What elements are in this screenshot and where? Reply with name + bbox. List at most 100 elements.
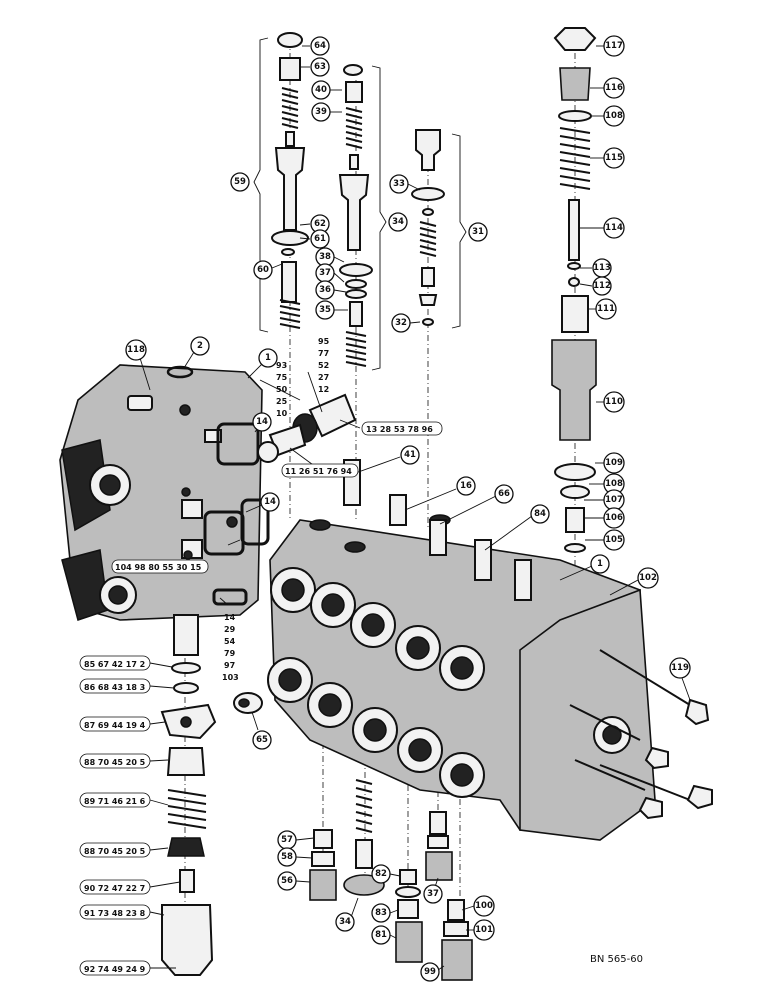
callout-65: 65 [252, 730, 272, 750]
svg-text:116: 116 [605, 83, 623, 93]
stack-row-2: 86 68 43 18 3 [79, 678, 151, 694]
relief-stack-right [551, 27, 597, 553]
svg-text:82: 82 [375, 869, 387, 879]
svg-text:88 70 45 20 5: 88 70 45 20 5 [84, 758, 146, 767]
svg-text:91 73 48 23 8: 91 73 48 23 8 [84, 909, 146, 918]
svg-text:16: 16 [460, 481, 472, 491]
svg-text:57: 57 [281, 835, 293, 845]
svg-text:14: 14 [256, 417, 268, 427]
stack-row-5: 89 71 46 21 6 [79, 792, 151, 808]
stack-label-rows: 85 67 42 17 2 86 68 43 18 3 87 69 44 19 … [79, 655, 151, 976]
svg-text:103: 103 [222, 673, 239, 682]
callout-84: 84 [530, 504, 550, 524]
svg-text:104 98 80 55 30 15: 104 98 80 55 30 15 [115, 563, 202, 572]
svg-text:34: 34 [392, 217, 404, 227]
stack-row-7: 90 72 47 22 7 [79, 879, 151, 895]
stack-row-3: 87 69 44 19 4 [79, 716, 151, 732]
svg-text:65: 65 [256, 735, 268, 745]
svg-text:11 26 51 76 94: 11 26 51 76 94 [285, 467, 352, 476]
svg-text:75: 75 [276, 373, 288, 382]
callout-34: 34 [388, 212, 408, 232]
callout-59: 59 [230, 172, 250, 192]
callout-113: 113 [592, 258, 612, 278]
svg-text:106: 106 [605, 513, 623, 523]
group-label-col-14: 14 29 54 79 97 103 [222, 613, 239, 682]
svg-text:119: 119 [671, 663, 689, 673]
callout-36: 36 [315, 280, 335, 300]
callout-118: 118 [125, 339, 147, 361]
drawing-reference: BN 565-60 [590, 954, 643, 965]
svg-text:35: 35 [319, 305, 331, 315]
callout-63: 63 [310, 57, 330, 77]
plunger-stack-left [160, 614, 217, 976]
callout-57: 57 [277, 830, 297, 850]
svg-text:64: 64 [314, 41, 326, 51]
svg-text:32: 32 [395, 318, 407, 328]
group-label-left-top: 93 75 50 25 10 [276, 361, 288, 418]
callout-1-left: 1 [258, 348, 278, 368]
callout-101: 101 [473, 919, 495, 941]
callout-34-lower: 34 [335, 912, 355, 932]
svg-text:108: 108 [605, 111, 623, 121]
group-label-right-top: 95 77 52 27 12 [318, 337, 330, 394]
svg-text:110: 110 [605, 397, 623, 407]
callout-32: 32 [391, 313, 411, 333]
callout-labels: 64 63 40 39 33 59 34 31 62 61 60 38 37 3… [125, 35, 691, 982]
svg-text:105: 105 [605, 535, 623, 545]
group-label-row-104: 104 98 80 55 30 15 [111, 559, 209, 574]
group-label-row-13: 13 28 53 78 96 [361, 421, 443, 436]
callout-119: 119 [669, 657, 691, 679]
callout-61: 61 [310, 229, 330, 249]
svg-text:108: 108 [605, 479, 623, 489]
svg-text:58: 58 [281, 852, 293, 862]
end-plate-102 [519, 588, 713, 841]
svg-text:115: 115 [605, 153, 623, 163]
svg-text:79: 79 [224, 649, 236, 658]
callout-99: 99 [420, 962, 440, 982]
svg-text:56: 56 [281, 876, 293, 886]
callout-41: 41 [400, 445, 420, 465]
callout-116: 116 [603, 77, 625, 99]
svg-text:113: 113 [593, 263, 611, 273]
svg-text:52: 52 [318, 361, 329, 370]
svg-text:36: 36 [319, 285, 331, 295]
svg-text:12: 12 [318, 385, 329, 394]
svg-text:77: 77 [318, 349, 329, 358]
svg-text:54: 54 [224, 637, 236, 646]
svg-text:117: 117 [605, 41, 623, 51]
svg-text:112: 112 [593, 281, 611, 291]
o-ring-2 [166, 365, 194, 379]
callout-66: 66 [494, 484, 514, 504]
svg-text:89 71 46 21 6: 89 71 46 21 6 [84, 797, 146, 806]
svg-text:81: 81 [375, 930, 387, 940]
svg-text:111: 111 [597, 304, 615, 314]
callout-37: 37 [315, 263, 335, 283]
svg-text:2: 2 [197, 341, 203, 351]
stack-row-4: 88 70 45 20 5 [79, 753, 151, 769]
check-valve-37 [425, 811, 453, 881]
svg-text:100: 100 [475, 901, 493, 911]
stack-row-9: 92 74 49 24 9 [79, 960, 151, 976]
callout-35: 35 [315, 300, 335, 320]
group-braces [253, 37, 467, 371]
callout-31: 31 [468, 222, 488, 242]
stack-row-1: 85 67 42 17 2 [79, 655, 151, 671]
svg-text:31: 31 [472, 227, 484, 237]
svg-text:50: 50 [276, 385, 288, 394]
svg-text:62: 62 [314, 219, 326, 229]
svg-text:107: 107 [605, 495, 623, 505]
leader-lines [139, 45, 691, 971]
callout-108-lower: 108 [603, 473, 625, 495]
callout-109: 109 [603, 452, 625, 474]
callout-62: 62 [310, 214, 330, 234]
svg-text:102: 102 [639, 573, 657, 583]
svg-text:92 74 49 24 9: 92 74 49 24 9 [84, 965, 146, 974]
check-valve-57 [309, 829, 337, 901]
check-valve-82 [395, 869, 423, 963]
svg-text:63: 63 [314, 62, 326, 72]
callout-107: 107 [603, 489, 625, 511]
svg-text:93: 93 [276, 361, 287, 370]
svg-text:33: 33 [393, 179, 405, 189]
callout-39: 39 [311, 102, 331, 122]
